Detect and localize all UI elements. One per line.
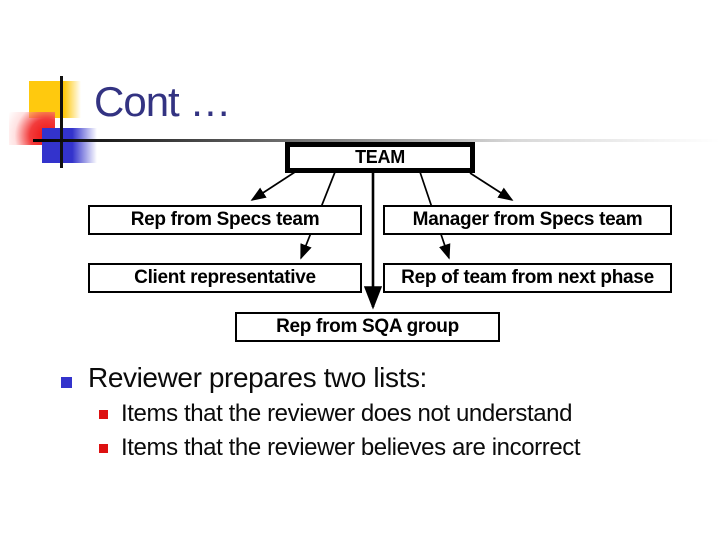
diagram-box-manager-specs-label: Manager from Specs team [412, 209, 643, 230]
diagram-box-rep-specs: Rep from Specs team [88, 205, 362, 235]
bullet-square-level1-icon [61, 377, 72, 388]
decoration-vertical-line [60, 76, 63, 168]
list-heading: Reviewer prepares two lists: [88, 362, 427, 393]
slide-title: Cont … [94, 78, 231, 125]
diagram-box-sqa-label: Rep from SQA group [276, 316, 459, 337]
diagram-box-team-label: TEAM [355, 147, 405, 167]
diagram-box-rep-specs-label: Rep from Specs team [130, 209, 320, 230]
diagram-box-next-phase: Rep of team from next phase [383, 263, 672, 293]
diagram-box-manager-specs: Manager from Specs team [383, 205, 672, 235]
decoration-yellow-square [29, 81, 81, 118]
diagram-box-client-representative-label: Client representative [134, 267, 316, 288]
list-item: Items that the reviewer believes are inc… [121, 434, 581, 461]
title-rule-line [33, 139, 720, 142]
diagram-box-team: TEAM [285, 142, 475, 173]
diagram-box-client-representative: Client representative [88, 263, 362, 293]
diagram-box-next-phase-label: Rep of team from next phase [401, 267, 654, 288]
bullet-square-level2-icon [99, 410, 108, 419]
bullet-square-level2-icon [99, 444, 108, 453]
list-item: Items that the reviewer does not underst… [121, 400, 573, 427]
diagram-box-sqa: Rep from SQA group [235, 312, 500, 342]
arrow-team-to-rep-specs [250, 171, 296, 201]
decoration-blue-square [42, 128, 97, 163]
arrow-team-to-manager [469, 172, 514, 201]
